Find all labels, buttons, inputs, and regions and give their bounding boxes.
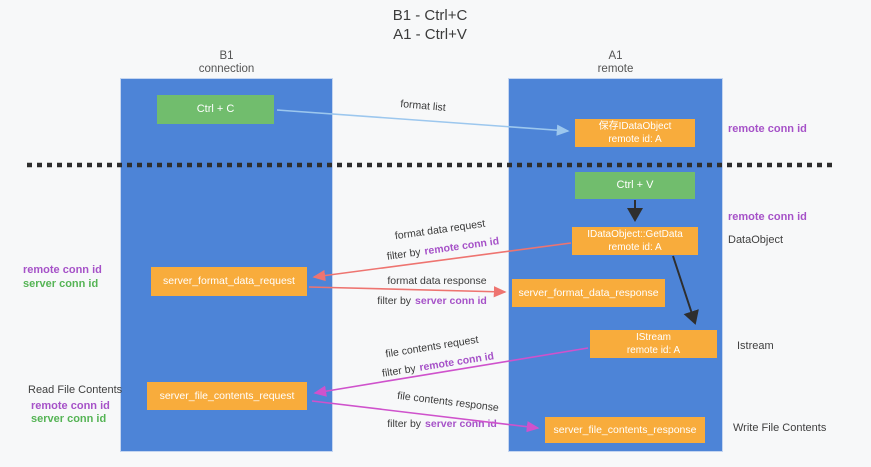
filter-key-remote-conn-id: remote conn id <box>423 235 500 258</box>
ctrl-c-label: Ctrl + C <box>196 103 235 115</box>
left-column-header: B1 connection <box>120 50 333 76</box>
filter-key-server-conn-id: server conn id <box>425 418 497 430</box>
filter-by-text: filter by <box>381 362 417 380</box>
title-line-1: B1 - Ctrl+C <box>392 7 468 24</box>
title-line-2: A1 - Ctrl+V <box>393 26 467 43</box>
format-list-label: format list <box>399 98 447 114</box>
remote-conn-id-note-top: remote conn id <box>728 123 807 135</box>
server-format-data-request-box: server_format_data_request <box>151 267 307 296</box>
format-data-response-arrow <box>308 286 507 298</box>
filter-key-remote-conn-id: remote conn id <box>418 350 495 374</box>
left-header-name: B1 <box>219 50 234 62</box>
format-data-response-label: format data response <box>387 275 487 287</box>
save-idataobject-line2: remote id: A <box>608 134 662 145</box>
diagram-title: B1 - Ctrl+C A1 - Ctrl+V <box>0 6 860 44</box>
server-file-contents-request-box: server_file_contents_request <box>147 382 307 410</box>
istream-line1: IStream <box>635 332 671 343</box>
dataobject-note: DataObject <box>728 234 784 246</box>
ctrl-v-box: Ctrl + V <box>575 172 695 199</box>
remote-conn-id-note-mid: remote conn id <box>728 211 807 223</box>
right-header-sub: remote <box>597 63 634 75</box>
save-idataobject-line1: 保存IDataObject <box>598 121 672 132</box>
right-column-header: A1 remote <box>508 50 723 76</box>
read-file-contents-note: Read File Contents <box>28 384 123 396</box>
server-file-contents-response-box: server_file_contents_response <box>545 417 705 443</box>
server-format-data-response-label: server_format_data_response <box>518 286 659 299</box>
filter-by-text: filter by <box>386 246 422 263</box>
getdata-line2: remote id: A <box>608 242 662 253</box>
ctrl-c-box: Ctrl + C <box>157 95 274 124</box>
left-remote-conn-id-top: remote conn id <box>23 264 102 276</box>
istream-box: IStream remote id: A <box>590 330 717 358</box>
left-server-conn-id-top: server conn id <box>23 278 99 290</box>
getdata-line1: IDataObject::GetData <box>587 229 683 240</box>
istream-note: Istream <box>737 340 774 352</box>
left-remote-conn-id-bottom: remote conn id <box>31 400 110 412</box>
server-file-contents-request-label: server_file_contents_request <box>159 389 295 402</box>
save-idataobject-box: 保存IDataObject remote id: A <box>575 119 695 147</box>
file-contents-response-label: file contents response <box>396 389 500 415</box>
server-file-contents-response-label: server_file_contents_response <box>553 423 697 436</box>
left-server-conn-id-bottom: server conn id <box>31 413 107 425</box>
filter-by-text: filter by <box>387 418 422 430</box>
idataobject-getdata-box: IDataObject::GetData remote id: A <box>572 227 698 255</box>
filter-by-text: filter by <box>377 295 412 307</box>
istream-line2: remote id: A <box>626 345 681 356</box>
filter-key-server-conn-id: server conn id <box>415 295 487 307</box>
server-format-data-response-box: server_format_data_response <box>512 279 665 307</box>
write-file-contents-note: Write File Contents <box>733 422 827 434</box>
ctrl-v-label: Ctrl + V <box>616 179 654 191</box>
server-format-data-request-label: server_format_data_request <box>163 275 295 287</box>
left-header-sub: connection <box>198 63 255 75</box>
right-header-name: A1 <box>608 50 623 62</box>
